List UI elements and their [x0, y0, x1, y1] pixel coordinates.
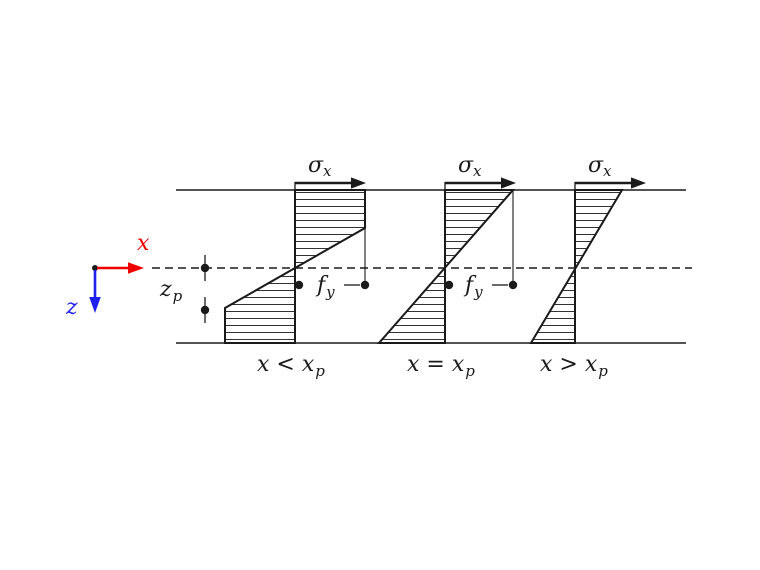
- x-axis-label: x: [137, 231, 150, 256]
- sigma-arrowhead-2: [501, 177, 516, 189]
- fy-label-1: fy: [315, 273, 335, 301]
- origin-dot: [92, 265, 98, 271]
- fy-right-dot-1: [360, 280, 370, 290]
- stress-profile-elastic: [529, 189, 624, 344]
- z-axis-label: z: [65, 295, 78, 320]
- zp-lower-dot: [200, 305, 210, 315]
- zp-upper-dot: [200, 263, 210, 273]
- caption-x-equals-xp: x=xp: [407, 352, 475, 380]
- sigma-x-label-3: σx: [588, 153, 612, 180]
- sigma-x-label-1: σx: [308, 153, 332, 180]
- fy-left-dot-2: [444, 280, 454, 290]
- sigma-arrowhead-1: [351, 177, 366, 189]
- caption-x-greater-than-xp: x>xp: [540, 352, 608, 380]
- z-axis-arrowhead: [89, 297, 101, 313]
- caption-x-less-than-xp: x<xp: [257, 352, 325, 380]
- fy-label-2: fy: [463, 273, 483, 301]
- zp-label: zp: [159, 277, 183, 305]
- sigma-arrowhead-3: [631, 177, 646, 189]
- x-axis-arrowhead: [128, 262, 144, 274]
- fy-left-dot-1: [294, 280, 304, 290]
- stress-profile-yield-onset: [376, 189, 516, 344]
- sigma-x-label-2: σx: [458, 153, 482, 180]
- fy-right-dot-2: [508, 280, 518, 290]
